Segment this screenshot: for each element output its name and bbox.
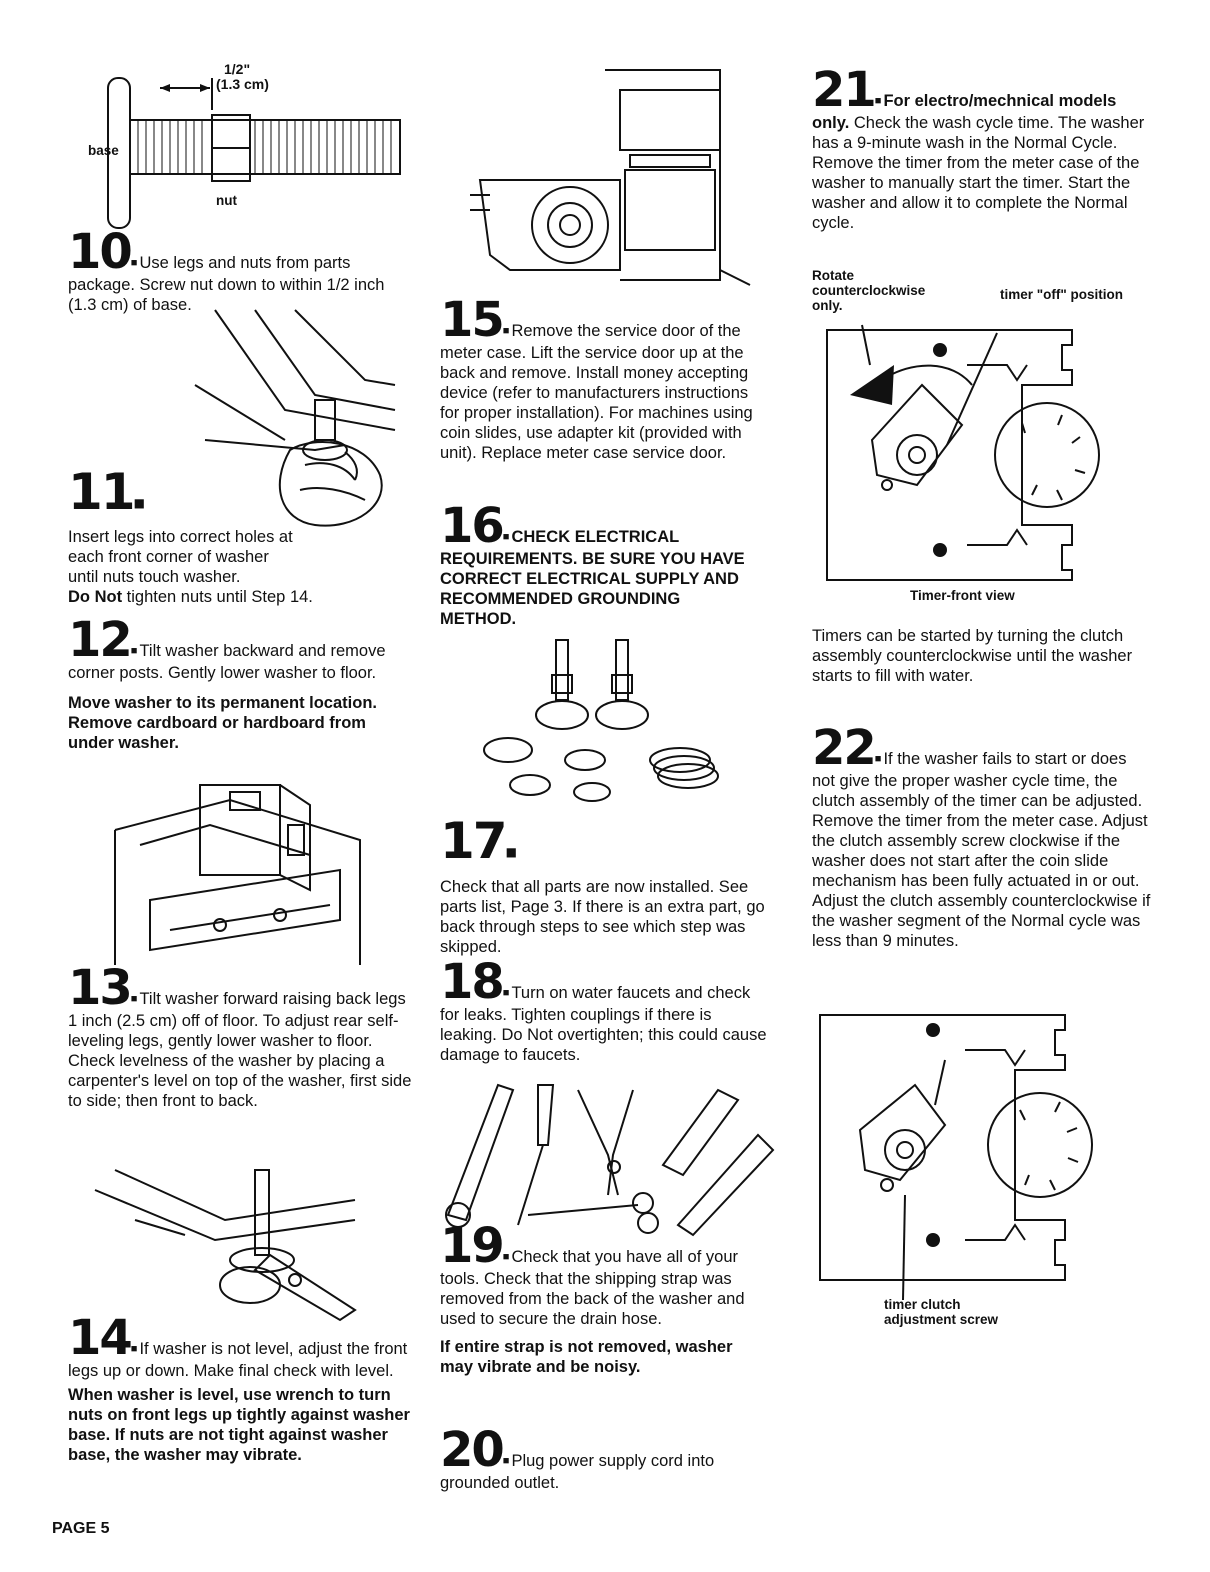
timer-note: Timers can be started by turning the clu… <box>812 627 1133 685</box>
step-number: 20 <box>440 1422 505 1478</box>
leg-nut-illustration <box>60 60 480 250</box>
step-text: Check the wash cycle time. The washer ha… <box>812 114 1145 232</box>
step-text: Use legs and nuts from parts package. Sc… <box>68 254 385 314</box>
bullet-square-icon: ■ <box>130 257 138 269</box>
step-text: Plug power supply cord into grounded out… <box>440 1452 715 1492</box>
step-number: 17 <box>440 812 508 870</box>
bullet-square-icon: ■ <box>133 496 145 510</box>
step-text: Turn on water faucets and check for leak… <box>440 984 767 1064</box>
step-bold-note: If entire strap is not removed, washer m… <box>440 1338 733 1376</box>
step-number: 15 <box>440 292 505 348</box>
parts-illustration <box>470 630 730 810</box>
step-number: 22 <box>812 720 877 776</box>
step-18: 18■Turn on water faucets and check for l… <box>440 958 770 1065</box>
insert-leg-illustration <box>195 300 405 540</box>
step-number: 13 <box>68 960 133 1016</box>
step-text: Tilt washer backward and remove corner p… <box>68 642 386 682</box>
step-number-row: 17■ <box>440 816 780 877</box>
step-10: 10■Use legs and nuts from parts package.… <box>68 228 408 315</box>
bullet-square-icon: ■ <box>505 845 517 859</box>
step-text: Check that all parts are now installed. … <box>440 878 765 956</box>
bullet-square-icon: ■ <box>502 325 510 337</box>
step-21: 21■For electro/mechnical models only. Ch… <box>812 66 1152 233</box>
step-text: If washer is not level, adjust the front… <box>68 1340 408 1380</box>
step-text: Remove the service door of the meter cas… <box>440 322 753 462</box>
step-16: 16■CHECK ELECTRICAL REQUIREMENTS. BE SUR… <box>440 502 760 629</box>
step-12: 12■Tilt washer backward and remove corne… <box>68 616 398 753</box>
step-text: Insert legs into correct holes at each f… <box>68 528 293 586</box>
bullet-square-icon: ■ <box>502 531 510 543</box>
step-bold-note: Move washer to its permanent location. R… <box>68 694 377 752</box>
page-label: PAGE 5 <box>52 1520 110 1537</box>
step-15: 15■Remove the service door of the meter … <box>440 296 770 463</box>
leveling-legs-illustration <box>95 1160 365 1320</box>
timer-off-label: timer "off" position <box>1000 287 1124 302</box>
step-13: 13■Tilt washer forward raising back legs… <box>68 964 413 1111</box>
step-number: 16 <box>440 498 505 554</box>
cm-label: (1.3 cm) <box>216 76 269 92</box>
step-number: 12 <box>68 612 133 668</box>
timer-illustration <box>822 325 1092 585</box>
step-number: 10 <box>68 224 133 280</box>
step-number-row: 11■ <box>68 467 408 527</box>
timer-caption: Timer-front view <box>910 588 1015 603</box>
washer-illustration <box>110 780 410 965</box>
bullet-square-icon: ■ <box>130 1343 138 1355</box>
bullet-square-icon: ■ <box>502 1455 510 1467</box>
step-bold-prefix: For electro/mechnical models only. <box>812 92 1117 132</box>
step-text: Tilt washer forward raising back legs 1 … <box>68 990 412 1110</box>
bullet-square-icon: ■ <box>502 987 510 999</box>
step-text: Check that you have all of your tools. C… <box>440 1248 745 1328</box>
step-bold-prefix: Do Not <box>68 588 123 606</box>
half-inch-label: 1/2" <box>224 61 251 77</box>
bullet-square-icon: ■ <box>874 95 882 107</box>
bullet-square-icon: ■ <box>874 753 882 765</box>
step-bold-note: When washer is level, use wrench to turn… <box>68 1386 410 1464</box>
bullet-square-icon: ■ <box>130 993 138 1005</box>
clutch-caption: timer clutch adjustment screw <box>884 1297 999 1327</box>
step-number: 14 <box>68 1310 133 1366</box>
step-number: 21 <box>812 62 877 118</box>
bullet-square-icon: ■ <box>502 1251 510 1263</box>
step-number: 18 <box>440 954 505 1010</box>
step-text: CHECK ELECTRICAL REQUIREMENTS. BE SURE Y… <box>440 528 745 628</box>
step-14: 14■If washer is not level, adjust the fr… <box>68 1314 413 1465</box>
meter-case-illustration <box>470 60 760 290</box>
step-number: 19 <box>440 1218 505 1274</box>
tools-illustration <box>438 1075 778 1235</box>
step-20: 20■Plug power supply cord into grounded … <box>440 1426 770 1493</box>
rotate-label: Rotate counterclockwise only. <box>812 268 926 313</box>
step-text-2: tighten nuts until Step 14. <box>122 588 313 606</box>
nut-label: nut <box>216 193 237 208</box>
step-11: 11■ Insert legs into correct holes at ea… <box>68 467 408 607</box>
clutch-illustration <box>815 1010 1085 1310</box>
step-22: 22■If the washer fails to start or does … <box>812 724 1152 951</box>
step-19: 19■Check that you have all of your tools… <box>440 1222 770 1377</box>
bullet-square-icon: ■ <box>130 645 138 657</box>
step-text: If the washer fails to start or does not… <box>812 750 1151 950</box>
step-17: 17■ Check that all parts are now install… <box>440 816 780 957</box>
step-number: 11 <box>68 463 136 521</box>
base-label: base <box>88 143 119 158</box>
